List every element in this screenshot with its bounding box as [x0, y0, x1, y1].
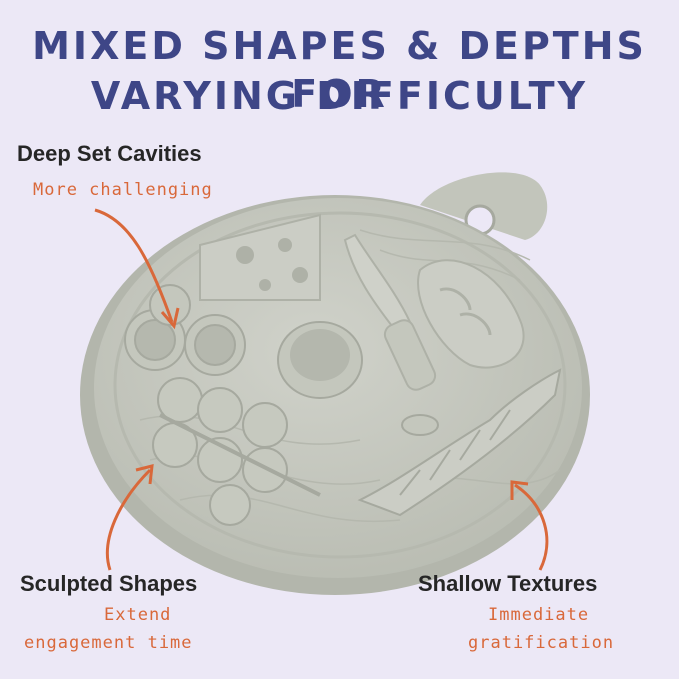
arrow-sculpted — [105, 464, 154, 571]
headline-line-1: MIXED SHAPES & DEPTHS FOR — [32, 24, 647, 116]
arrow-deep-set — [94, 208, 180, 330]
deep-set-cavities-label: Deep Set Cavities — [17, 141, 202, 166]
headline-line-2: VARYING DIFFICULTY — [90, 74, 589, 118]
shallow-textures-label: Shallow Textures — [418, 571, 598, 596]
knife-shape — [343, 233, 437, 391]
shallow-subtitle-line-1: Immediate — [488, 605, 590, 625]
small-oval-cavity — [401, 414, 439, 436]
flower-cavities — [124, 284, 246, 376]
shallow-subtitle-line-2: gratification — [468, 633, 615, 653]
sculpted-subtitle-line-2: engagement time — [24, 633, 193, 653]
mat-inner-rim — [113, 211, 567, 559]
arrow-shallow — [510, 480, 549, 571]
bread-shape — [417, 259, 525, 369]
round-bowl-cavity — [277, 321, 363, 399]
deep-set-subtitle: More challenging — [33, 180, 213, 200]
lick-mat — [80, 172, 590, 595]
twisted-pasta-shape — [357, 368, 562, 517]
cheese-shape — [199, 213, 321, 301]
sculpted-shapes-label: Sculpted Shapes — [20, 571, 198, 596]
sculpted-subtitle-line-1: Extend — [104, 605, 172, 625]
grape-cavities — [152, 377, 321, 526]
